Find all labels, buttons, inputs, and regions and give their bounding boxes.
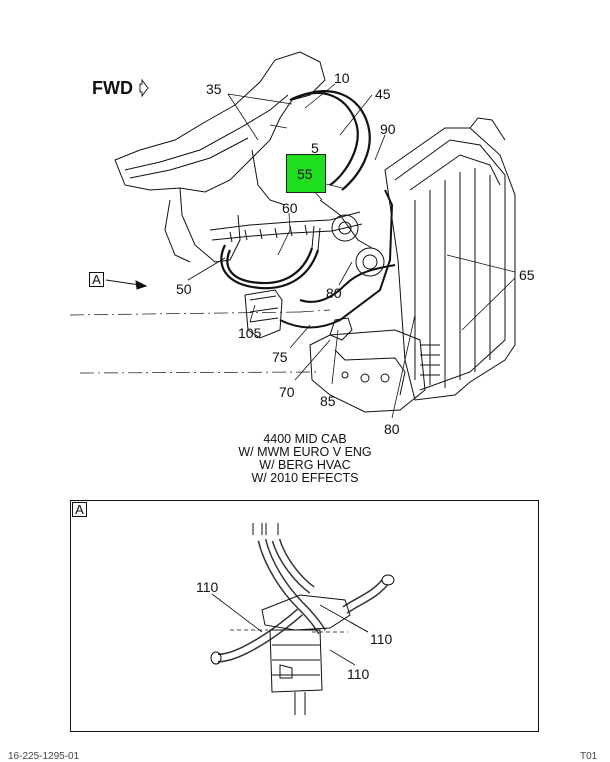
callout-80-upper: 80 bbox=[326, 285, 342, 301]
callout-60: 60 bbox=[282, 200, 298, 216]
caption-line-3: W/ BERG HVAC bbox=[259, 458, 351, 472]
detail-view-tag: A bbox=[72, 502, 87, 517]
callout-35: 35 bbox=[206, 81, 222, 97]
caption-line-4: W/ 2010 EFFECTS bbox=[251, 471, 359, 485]
footer-drawing-number: 16-225-1295-01 bbox=[8, 751, 80, 762]
detail-view-frame bbox=[70, 500, 539, 732]
callout-70: 70 bbox=[279, 384, 295, 400]
callout-105: 105 bbox=[238, 325, 262, 341]
callout-50: 50 bbox=[176, 281, 192, 297]
callout-5: 5 bbox=[311, 140, 319, 156]
callout-45: 45 bbox=[375, 86, 391, 102]
detail-callout-110-right: 110 bbox=[370, 631, 393, 647]
detail-callout-110-left: 110 bbox=[196, 579, 219, 595]
callout-75: 75 bbox=[272, 349, 288, 365]
forward-direction-label: FWD bbox=[92, 78, 133, 98]
callout-80-lower: 80 bbox=[384, 421, 400, 437]
callout-90: 90 bbox=[380, 121, 396, 137]
caption-line-1: 4400 MID CAB bbox=[263, 432, 347, 446]
callout-55: 55 bbox=[297, 166, 313, 182]
callout-55-highlighted: 55 bbox=[286, 154, 326, 193]
callout-10: 10 bbox=[334, 70, 350, 86]
caption-line-2: W/ MWM EURO V ENG bbox=[238, 445, 372, 459]
view-a-reference: A bbox=[89, 272, 104, 287]
footer-sheet-code: T01 bbox=[580, 751, 598, 762]
callout-65: 65 bbox=[519, 267, 535, 283]
detail-callout-110-lower: 110 bbox=[347, 666, 370, 682]
callout-85: 85 bbox=[320, 393, 336, 409]
